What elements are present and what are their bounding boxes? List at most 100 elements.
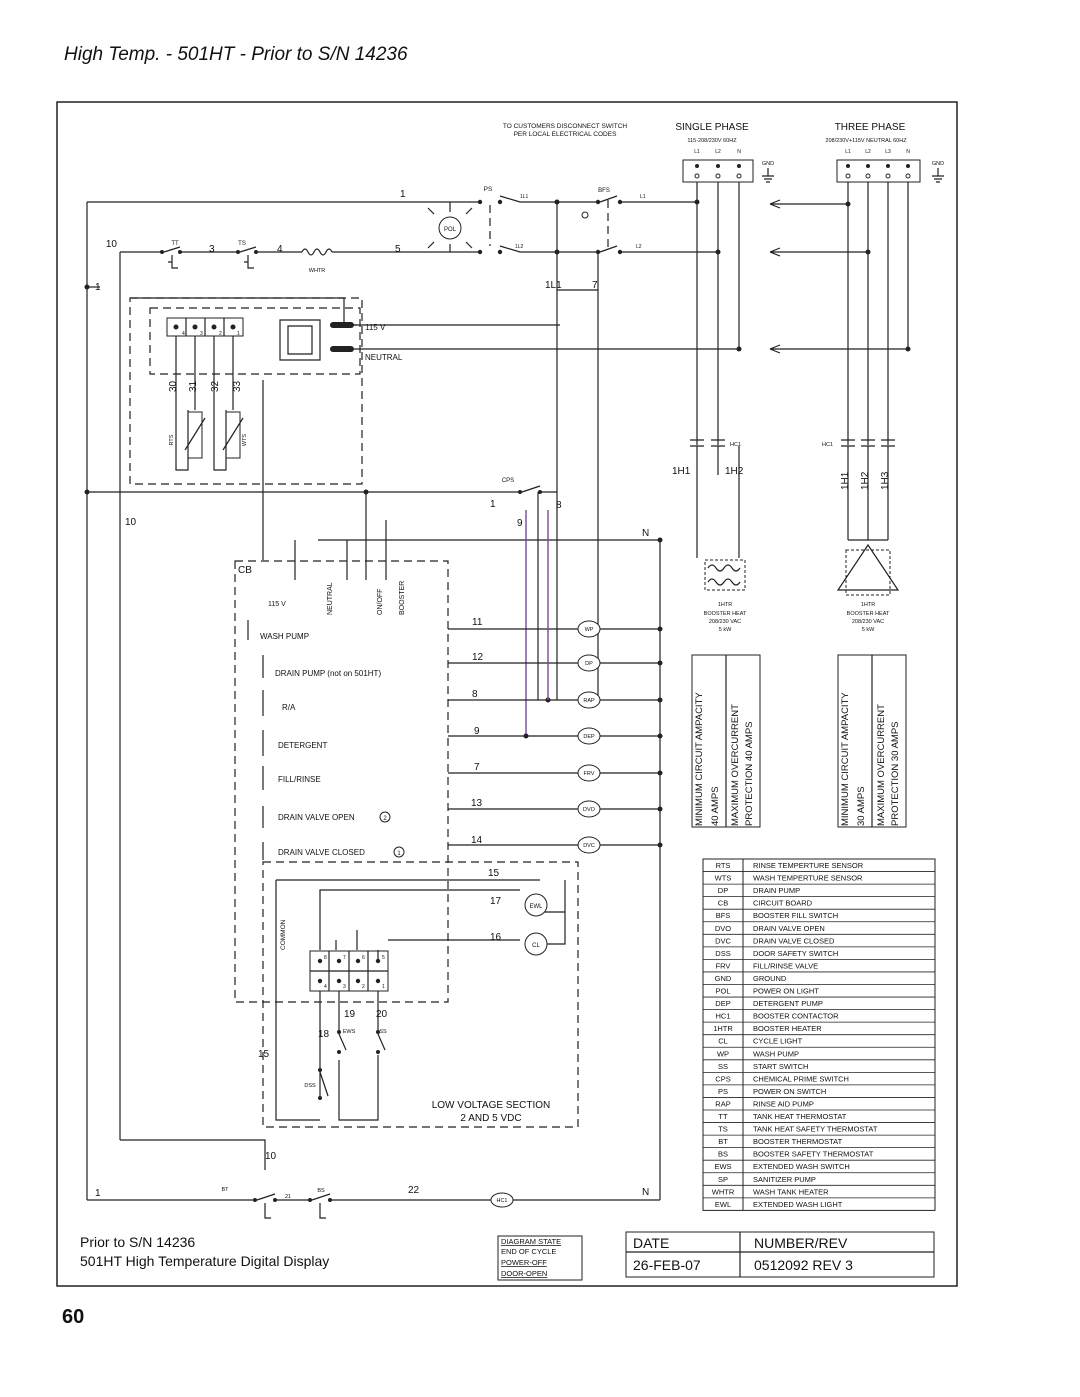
svg-text:CPS: CPS — [502, 478, 514, 484]
svg-text:10: 10 — [125, 517, 137, 528]
rinse-aid-pump-icon — [577, 691, 601, 709]
legend-code: DVO — [715, 924, 731, 933]
svg-text:L1: L1 — [694, 149, 700, 155]
date-label: DATE — [633, 1235, 669, 1251]
svg-text:5 kW: 5 kW — [719, 627, 732, 633]
svg-text:40 AMPS: 40 AMPS — [710, 786, 721, 826]
svg-text:7: 7 — [474, 762, 480, 773]
svg-text:11: 11 — [472, 617, 483, 628]
legend-description: DRAIN VALVE CLOSED — [753, 936, 835, 945]
svg-text:7: 7 — [592, 280, 598, 291]
svg-text:14: 14 — [471, 835, 483, 846]
svg-text:2: 2 — [219, 331, 222, 337]
svg-text:DOOR-OPEN: DOOR-OPEN — [501, 1269, 547, 1278]
legend-code: HC1 — [715, 1012, 730, 1021]
svg-text:17: 17 — [490, 896, 502, 907]
low-voltage-box — [262, 861, 579, 1128]
svg-text:1: 1 — [237, 331, 240, 337]
legend-code: RTS — [716, 861, 731, 870]
svg-text:DP: DP — [585, 661, 593, 667]
legend-description: BOOSTER HEATER — [753, 1024, 822, 1033]
legend-code: BT — [718, 1137, 728, 1146]
legend-code: DVC — [715, 936, 731, 945]
tank-thermostat: TT — [160, 241, 182, 269]
svg-text:8: 8 — [556, 500, 562, 511]
svg-text:1HTR: 1HTR — [861, 602, 875, 608]
svg-text:L1: L1 — [845, 149, 851, 155]
svg-text:1: 1 — [400, 189, 406, 200]
three-phase-ground-icon: GND — [932, 161, 944, 183]
output-devices: WP DP RAP DEP FRV DVO DVC — [577, 620, 601, 854]
svg-text:HC1: HC1 — [496, 1198, 507, 1204]
output-label-drain-pump: DRAIN PUMP (not on 501HT) — [275, 669, 381, 678]
svg-text:5 kW: 5 kW — [862, 627, 875, 633]
legend-code: FRV — [716, 961, 731, 970]
page-number: 60 — [62, 1306, 85, 1328]
circuit-board-label: CB — [238, 565, 252, 576]
legend-code: RAP — [715, 1099, 730, 1108]
legend-code: TS — [718, 1125, 728, 1134]
svg-text:1L1: 1L1 — [545, 280, 562, 291]
svg-text:N: N — [642, 1187, 649, 1198]
legend-code: CPS — [715, 1074, 730, 1083]
svg-text:1: 1 — [95, 1188, 101, 1199]
door-safety-switch: DSS — [304, 1068, 329, 1100]
svg-text:DVO: DVO — [583, 807, 596, 813]
single-phase-ground-icon: GND — [762, 161, 774, 183]
svg-text:10: 10 — [106, 239, 118, 250]
legend-description: TANK HEAT SAFETY THERMOSTAT — [753, 1125, 878, 1134]
svg-text:15: 15 — [488, 868, 500, 879]
svg-text:1: 1 — [95, 282, 101, 293]
svg-text:BOOSTER: BOOSTER — [399, 581, 406, 615]
legend-description: WASH PUMP — [753, 1049, 799, 1058]
svg-text:MAXIMUM OVERCURRENT: MAXIMUM OVERCURRENT — [876, 704, 887, 826]
relay-connector: 8 7 6 5 4 3 2 1 — [309, 950, 389, 992]
svg-text:GND: GND — [932, 161, 944, 167]
output-label-ra: R/A — [282, 703, 296, 712]
legend-code: DEP — [715, 999, 730, 1008]
svg-text:1H2: 1H2 — [860, 471, 871, 490]
legend-code: DSS — [715, 949, 730, 958]
svg-text:31: 31 — [188, 380, 199, 392]
disconnect-note-1: TO CUSTOMERS DISCONNECT SWITCH — [503, 123, 628, 130]
svg-text:PROTECTION 30 AMPS: PROTECTION 30 AMPS — [890, 721, 901, 826]
svg-text:DIAGRAM STATE: DIAGRAM STATE — [501, 1237, 561, 1246]
legend-code: EWL — [715, 1200, 731, 1209]
svg-text:8: 8 — [472, 689, 478, 700]
svg-text:16: 16 — [490, 932, 502, 943]
svg-text:3: 3 — [200, 331, 203, 337]
svg-text:115 V: 115 V — [365, 323, 386, 332]
svg-text:L3: L3 — [885, 149, 891, 155]
svg-text:8: 8 — [324, 955, 327, 961]
legend-description: GROUND — [753, 974, 787, 983]
svg-text:10: 10 — [265, 1151, 277, 1162]
output-label-drain-closed: DRAIN VALVE CLOSED — [278, 848, 365, 857]
svg-text:30: 30 — [168, 380, 179, 392]
booster-heater-single: 1HTR BOOSTER HEAT 208/230 VAC 5 kW — [704, 559, 747, 633]
sensor-terminal-strip: 4 3 2 1 — [166, 317, 244, 337]
svg-text:9: 9 — [517, 518, 523, 529]
svg-text:FRV: FRV — [584, 771, 595, 777]
legend-description: BOOSTER SAFETY THERMOSTAT — [753, 1150, 874, 1159]
legend-description: CYCLE LIGHT — [753, 1037, 803, 1046]
drain-valve-closed-icon — [577, 836, 601, 854]
diagram-frame — [56, 101, 958, 1287]
number-value: 0512092 REV 3 — [754, 1257, 853, 1273]
svg-text:HC1: HC1 — [822, 442, 833, 448]
booster-contactor-coil: 115 V NEUTRAL — [330, 322, 403, 362]
svg-text:1: 1 — [382, 984, 385, 990]
svg-text:EWL: EWL — [529, 904, 543, 910]
svg-text:NEUTRAL: NEUTRAL — [365, 353, 403, 362]
single-phase-terminal-block: L1 L2 N — [682, 149, 754, 183]
svg-text:END OF CYCLE: END OF CYCLE — [501, 1247, 556, 1256]
output-wires: 11 12 8 9 7 13 14 — [448, 617, 660, 846]
svg-text:RTS: RTS — [169, 434, 175, 445]
revision-box: DATE 26-FEB-07 NUMBER/REV 0512092 REV 3 — [625, 1231, 935, 1278]
svg-text:GND: GND — [762, 161, 774, 167]
wash-temp-sensor: WTS — [213, 336, 248, 471]
three-phase-contactor: HC1 1H1 1H2 1H3 — [822, 439, 895, 541]
svg-text:L2: L2 — [636, 244, 642, 250]
power-on-switch: PS 1L1 1L2 — [477, 186, 529, 255]
svg-text:4: 4 — [182, 331, 185, 337]
